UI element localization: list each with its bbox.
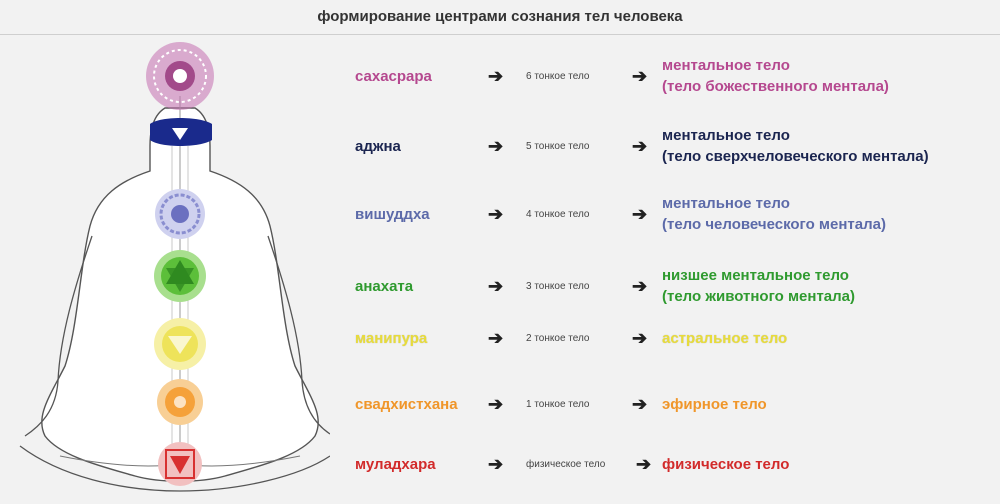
arrow-icon: ➔ [488,275,504,296]
body-line1: низшее ментальное тело [662,267,849,284]
arrow-icon: ➔ [488,393,504,414]
arrow-icon: ➔ [632,393,648,414]
subtle-body-label: 1 тонкое тело [526,398,590,410]
body-description: низшее ментальное тело (тело животного м… [662,256,855,316]
chakra-name: анахата [355,277,414,295]
chakra-name: манипура [355,329,428,347]
arrow-icon: ➔ [488,327,504,348]
subtle-body-label: физическое тело [526,458,606,470]
subtle-body-label: 5 тонкое тело [526,140,590,152]
chakra-manipura-icon [154,318,206,370]
chakra-name: сахасрара [355,67,432,85]
title-divider [0,34,1000,35]
arrow-icon: ➔ [488,135,504,156]
row-vishuddha: вишуддха ➔ 4 тонкое тело ➔ ментальное те… [0,184,1000,244]
chakra-muladhara-icon [158,442,202,486]
chakra-name: вишуддха [355,205,430,223]
row-sahasrara: сахасрара ➔ 6 тонкое тело ➔ ментальное т… [0,46,1000,106]
row-ajna: аджна ➔ 5 тонкое тело ➔ ментальное тело … [0,116,1000,176]
chakra-name: свадхистхана [355,395,458,413]
row-anahata: анахата ➔ 3 тонкое тело ➔ низшее менталь… [0,256,1000,316]
arrow-icon: ➔ [632,203,648,224]
diagram-title: формирование центрами сознания тел челов… [317,8,683,25]
arrow-icon: ➔ [488,65,504,86]
arrow-icon: ➔ [632,65,648,86]
body-line1: ментальное тело [662,195,790,212]
row-muladhara: муладхара ➔ физическое тело ➔ физическое… [0,434,1000,494]
body-line2: (тело сверхчеловеческого ментала) [662,148,929,165]
body-description: ментальное тело (тело человеческого мент… [662,184,886,244]
chakra-vishuddha-icon [155,189,205,239]
arrow-icon: ➔ [632,327,648,348]
chakra-svadhisthana-icon [157,379,203,425]
chakra-name: аджна [355,137,401,155]
body-line1: физическое тело [662,455,790,473]
chakra-sahasrara-icon [146,42,214,110]
body-line2: (тело животного ментала) [662,288,856,305]
arrow-icon: ➔ [488,203,504,224]
body-description: ментальное тело (тело сверхчеловеческого… [662,116,929,176]
body-line1: астральное тело [662,329,788,347]
arrow-icon: ➔ [488,453,504,474]
arrow-icon: ➔ [632,135,648,156]
subtle-body-label: 6 тонкое тело [526,70,590,82]
body-description: эфирное тело [662,374,767,434]
chakra-ajna-icon [150,118,212,146]
body-description: астральное тело [662,308,787,368]
arrow-icon: ➔ [632,275,648,296]
body-line1: эфирное тело [662,395,767,413]
subtle-body-label: 4 тонкое тело [526,208,590,220]
body-line1: ментальное тело [662,57,790,74]
body-line1: ментальное тело [662,127,790,144]
row-manipura: манипура ➔ 2 тонкое тело ➔ астральное те… [0,308,1000,368]
row-svadhisthana: свадхистхана ➔ 1 тонкое тело ➔ эфирное т… [0,374,1000,434]
body-description: ментальное тело (тело божественного мент… [662,46,889,106]
chakra-anahata-icon [154,250,206,302]
arrow-icon: ➔ [636,453,652,474]
meditating-figure [19,42,330,492]
body-line2: (тело божественного ментала) [662,78,889,95]
body-line2: (тело человеческого ментала) [662,216,886,233]
subtle-body-label: 2 тонкое тело [526,332,590,344]
chakra-name: муладхара [355,455,436,473]
body-description: физическое тело [662,434,789,494]
subtle-body-label: 3 тонкое тело [526,280,590,292]
